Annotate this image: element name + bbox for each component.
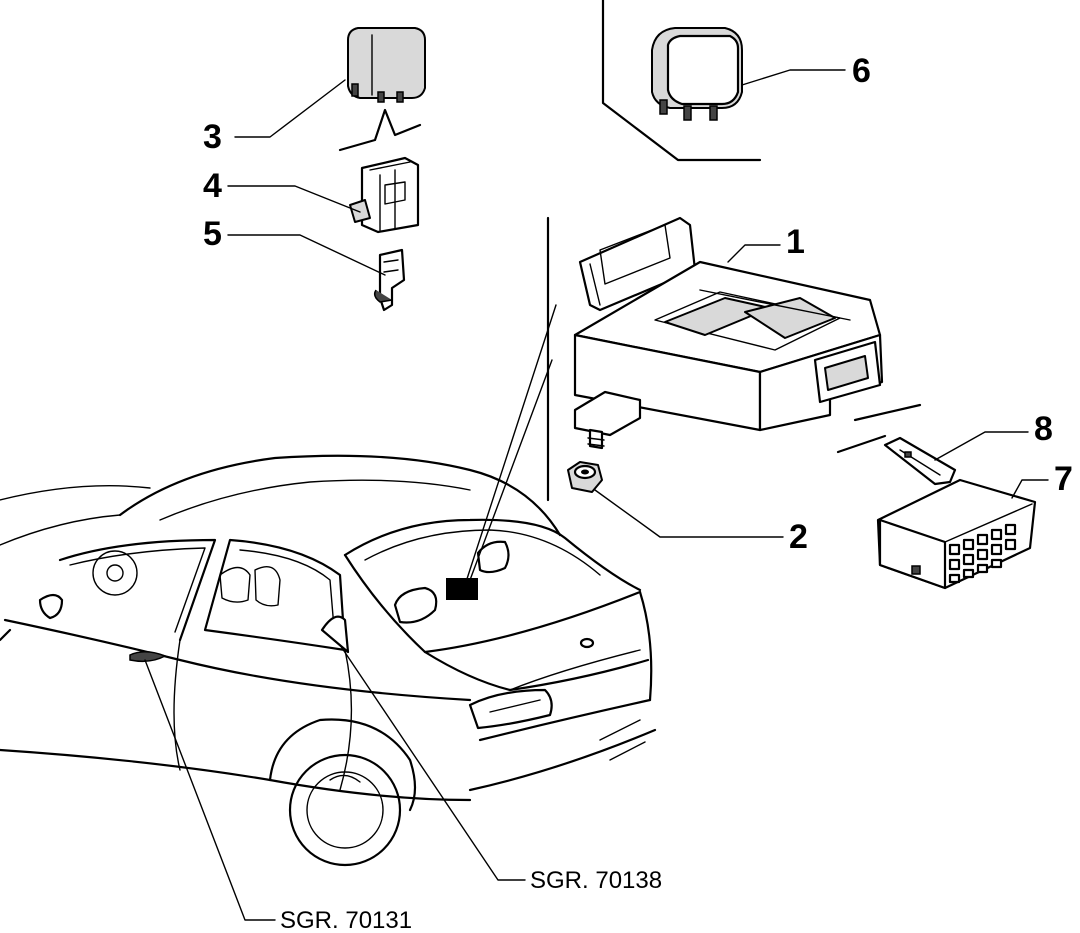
callout-1: 1 (786, 223, 805, 261)
connector-7 (876, 478, 1037, 590)
leader-lines (144, 69, 1049, 921)
callout-numbers: 1 2 3 4 5 6 7 8 (203, 52, 1073, 556)
connector-pin-grid (948, 523, 1017, 584)
callout-5: 5 (203, 215, 222, 253)
callout-6: 6 (852, 52, 871, 90)
control-unit-1 (546, 216, 884, 502)
car-illustration (0, 454, 657, 867)
terminal-5 (373, 248, 406, 312)
callout-2: 2 (789, 518, 808, 556)
terminal-strip-8 (836, 403, 957, 486)
callout-4: 4 (203, 167, 222, 205)
group-references: SGR. 70138 SGR. 70131 (280, 867, 662, 933)
ecu-location-marker (446, 578, 478, 600)
relay-base-4 (349, 156, 420, 234)
callout-7: 7 (1054, 460, 1073, 498)
nut-2 (567, 461, 603, 493)
relay-3 (338, 27, 426, 152)
reference-sgr-70138[interactable]: SGR. 70138 (530, 867, 662, 894)
callout-8: 8 (1034, 410, 1053, 448)
relay-6 (601, 0, 762, 162)
callout-3: 3 (203, 118, 222, 156)
reference-sgr-70131[interactable]: SGR. 70131 (280, 907, 412, 933)
